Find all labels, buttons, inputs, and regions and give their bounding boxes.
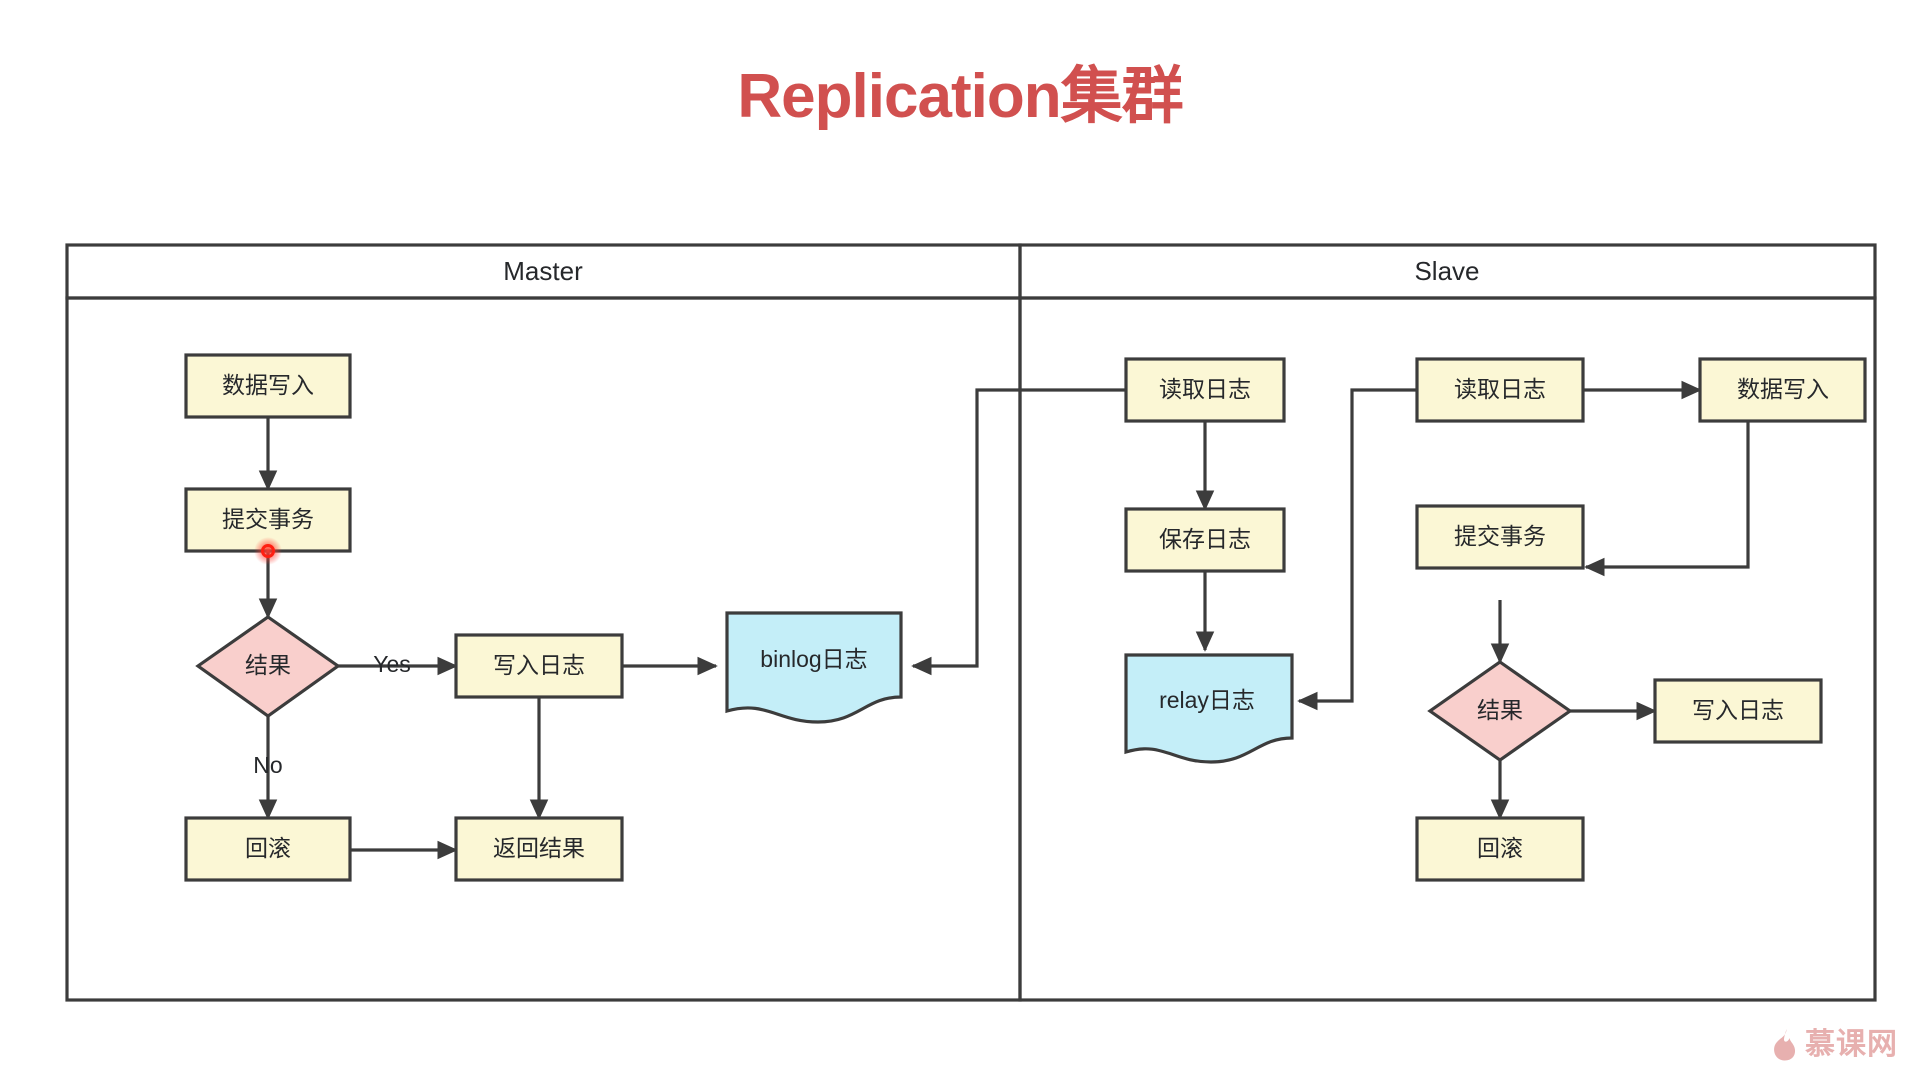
lane-title-slave: Slave: [1414, 256, 1479, 286]
node-m-rollback[interactable]: 回滚: [184, 816, 352, 882]
edge-sreadlog1-to-mbinlog: [911, 388, 1126, 676]
node-s-rollback[interactable]: 回滚: [1415, 816, 1585, 882]
node-label: binlog日志: [760, 646, 867, 672]
lane-title-master: Master: [503, 256, 583, 286]
node-label: relay日志: [1159, 687, 1255, 713]
node-label: 写入日志: [1692, 697, 1784, 723]
connection-point-marker[interactable]: [254, 537, 282, 565]
node-label: 回滚: [245, 835, 291, 861]
flame-icon: [1774, 1029, 1796, 1061]
edge-sdatawrite-to-scommit: [1584, 422, 1750, 577]
node-m-binlog[interactable]: binlog日志: [725, 611, 903, 724]
node-label: 结果: [245, 652, 291, 678]
node-label: 回滚: [1477, 835, 1523, 861]
node-s-result[interactable]: 结果: [1427, 660, 1573, 762]
node-label: 读取日志: [1159, 376, 1251, 402]
node-s-data-write[interactable]: 数据写入: [1698, 357, 1867, 423]
lane-slave: Slave: [1018, 243, 1877, 1002]
node-label: 保存日志: [1159, 526, 1251, 552]
node-label: 写入日志: [493, 652, 585, 678]
slave-connectors: [1195, 380, 1750, 820]
node-m-data-write[interactable]: 数据写入: [184, 353, 352, 419]
node-s-save-log[interactable]: 保存日志: [1124, 507, 1286, 573]
node-m-write-log[interactable]: 写入日志: [454, 633, 624, 699]
node-s-relay[interactable]: relay日志: [1124, 653, 1294, 764]
node-s-write-log[interactable]: 写入日志: [1653, 678, 1823, 744]
node-label: 提交事务: [1454, 523, 1546, 549]
master-connectors: Yes No: [253, 388, 1126, 860]
edge-label-yes: Yes: [373, 651, 411, 677]
edge-label-no: No: [253, 752, 282, 778]
node-s-read-log-2[interactable]: 读取日志: [1415, 357, 1585, 423]
node-label: 数据写入: [1737, 376, 1829, 402]
node-label: 结果: [1477, 697, 1523, 723]
node-m-result[interactable]: 结果: [195, 615, 341, 718]
page-title: Replication集群: [737, 62, 1183, 131]
node-label: 提交事务: [222, 506, 314, 532]
node-s-read-log-1[interactable]: 读取日志: [1124, 357, 1286, 423]
node-label: 数据写入: [222, 372, 314, 398]
watermark-label: 慕课网: [1805, 1028, 1898, 1061]
node-m-return[interactable]: 返回结果: [454, 816, 624, 882]
node-s-commit-tx[interactable]: 提交事务: [1415, 504, 1585, 570]
node-label: 读取日志: [1454, 376, 1546, 402]
watermark: 慕课网: [1769, 1028, 1898, 1062]
node-label: 返回结果: [493, 835, 585, 861]
edge-sreadlog2-to-srelay: [1297, 388, 1417, 711]
